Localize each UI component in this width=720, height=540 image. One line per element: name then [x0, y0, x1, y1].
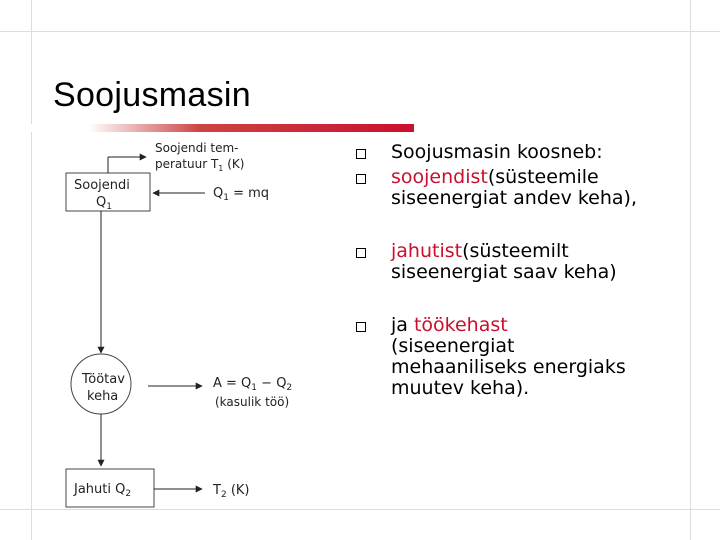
term-working-body: töökehast — [413, 314, 508, 336]
bullet-marker — [356, 174, 366, 184]
work-formula: A = Q1 − Q2 — [213, 376, 292, 393]
grid-line — [0, 31, 720, 32]
bullet-text-3: jahutist(süsteemilt siseenergiat saav ke… — [391, 240, 617, 283]
bullet-text-1: Soojusmasin koosneb: — [391, 141, 603, 163]
bullet-text-4: ja töökehast (siseenergiat mehaaniliseks… — [391, 314, 626, 399]
grid-line — [0, 509, 720, 510]
bullet-marker — [356, 149, 366, 159]
bullet-text-2: soojendist(süsteemile siseenergiat andev… — [391, 166, 638, 209]
t2-label: T2 (K) — [212, 483, 250, 500]
grid-line — [690, 0, 691, 540]
cooler-box — [65, 468, 155, 508]
cooler-label: Jahuti Q2 — [73, 482, 131, 499]
term-cooler: jahutist — [391, 240, 463, 262]
bullet-marker — [356, 322, 366, 332]
q1-formula: Q1 = mq — [213, 186, 269, 203]
bullet-marker — [356, 248, 366, 258]
title-underline — [0, 124, 414, 132]
heater-q1: Q1 — [96, 195, 112, 212]
slide-title: Soojusmasin — [53, 76, 251, 114]
term-heater: soojendist — [391, 166, 488, 188]
heater-box — [65, 172, 151, 212]
engine-label-line2: keha — [87, 389, 118, 404]
engine-label-line1: Töötav — [81, 372, 125, 387]
grid-line — [31, 0, 32, 540]
heater-label: Soojendi — [74, 178, 130, 193]
temp-label-line2: peratuur T1 (K) — [155, 157, 244, 173]
work-note: (kasulik töö) — [215, 395, 289, 409]
temp-label-line1: Soojendi tem- — [155, 141, 239, 155]
